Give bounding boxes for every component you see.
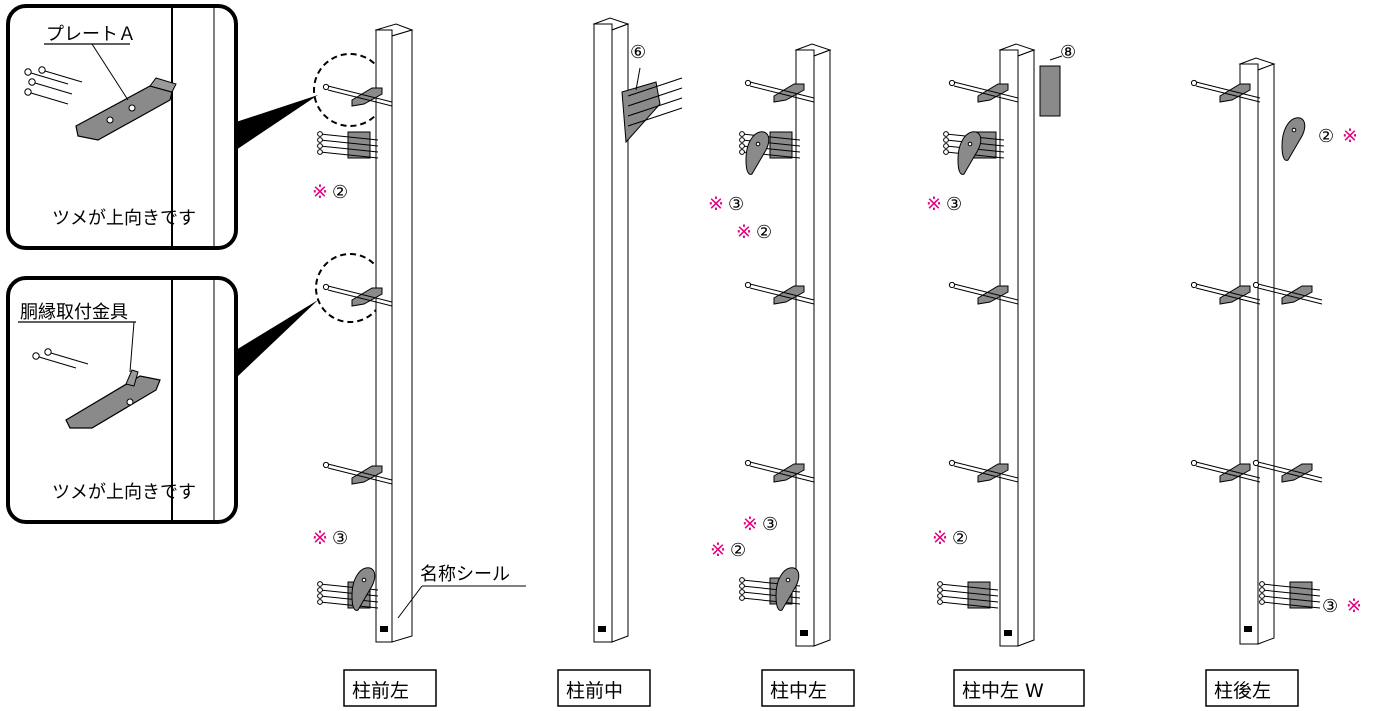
ref-2-label: ② — [730, 540, 746, 561]
callout-plate-a: プレートＡ ツメが上向きです — [6, 4, 318, 250]
plate-a-drawing — [24, 43, 177, 141]
ref-3-label: ③ — [728, 194, 744, 215]
callout-part-label: 胴縁取付金具 — [20, 302, 128, 323]
column-label: 柱前左 — [352, 680, 409, 702]
column-middle-left-w: ⑧ ※ ③ ※ ② — [926, 42, 1076, 647]
ref-2-label: ② — [952, 528, 968, 549]
ref-3-label: ③ — [762, 514, 778, 535]
note-mark: ※ — [312, 527, 328, 549]
callout-note: ツメが上向きです — [52, 208, 196, 229]
note-mark: ※ — [708, 193, 724, 215]
column-label: 柱中左 — [770, 680, 827, 702]
ref-8-label: ⑧ — [1060, 42, 1076, 63]
ref-3-label: ③ — [1322, 596, 1338, 617]
name-seal-label: 名称シール — [420, 564, 510, 585]
column-middle-left: ※ ③ ※ ② ※ ③ ※ ② — [708, 43, 832, 647]
column-front-middle: ⑥ — [592, 17, 683, 643]
callout-part-label: プレートＡ — [46, 24, 136, 45]
callout-note: ツメが上向きです — [52, 482, 196, 503]
note-mark: ※ — [1342, 125, 1358, 147]
ref-3-label: ③ — [332, 528, 348, 549]
note-mark: ※ — [736, 221, 752, 243]
note-mark: ※ — [312, 181, 328, 203]
column-rear-left: ② ※ ③ ※ — [1190, 57, 1362, 645]
column-front-left: 名称シール ※ ② ※ ③ — [312, 23, 526, 643]
ref-2-label: ② — [1318, 126, 1334, 147]
ref-2-label: ② — [756, 222, 772, 243]
note-mark: ※ — [742, 513, 758, 535]
note-mark: ※ — [1346, 595, 1362, 617]
callout-body-bracket: 胴縁取付金具 ツメが上向きです — [6, 276, 318, 524]
column-labels: 柱前左 柱前中 柱中左 柱中左 W 柱後左 — [343, 669, 1299, 707]
note-mark: ※ — [932, 527, 948, 549]
note-mark: ※ — [926, 193, 942, 215]
ref-2-label: ② — [332, 182, 348, 203]
column-label: 柱前中 — [566, 680, 623, 702]
column-label: 柱中左 W — [962, 680, 1044, 702]
bracket-drawing — [32, 321, 161, 429]
note-mark: ※ — [710, 539, 726, 561]
ref-6-label: ⑥ — [630, 42, 646, 63]
ref-3-label: ③ — [946, 194, 962, 215]
column-label: 柱後左 — [1214, 680, 1271, 702]
